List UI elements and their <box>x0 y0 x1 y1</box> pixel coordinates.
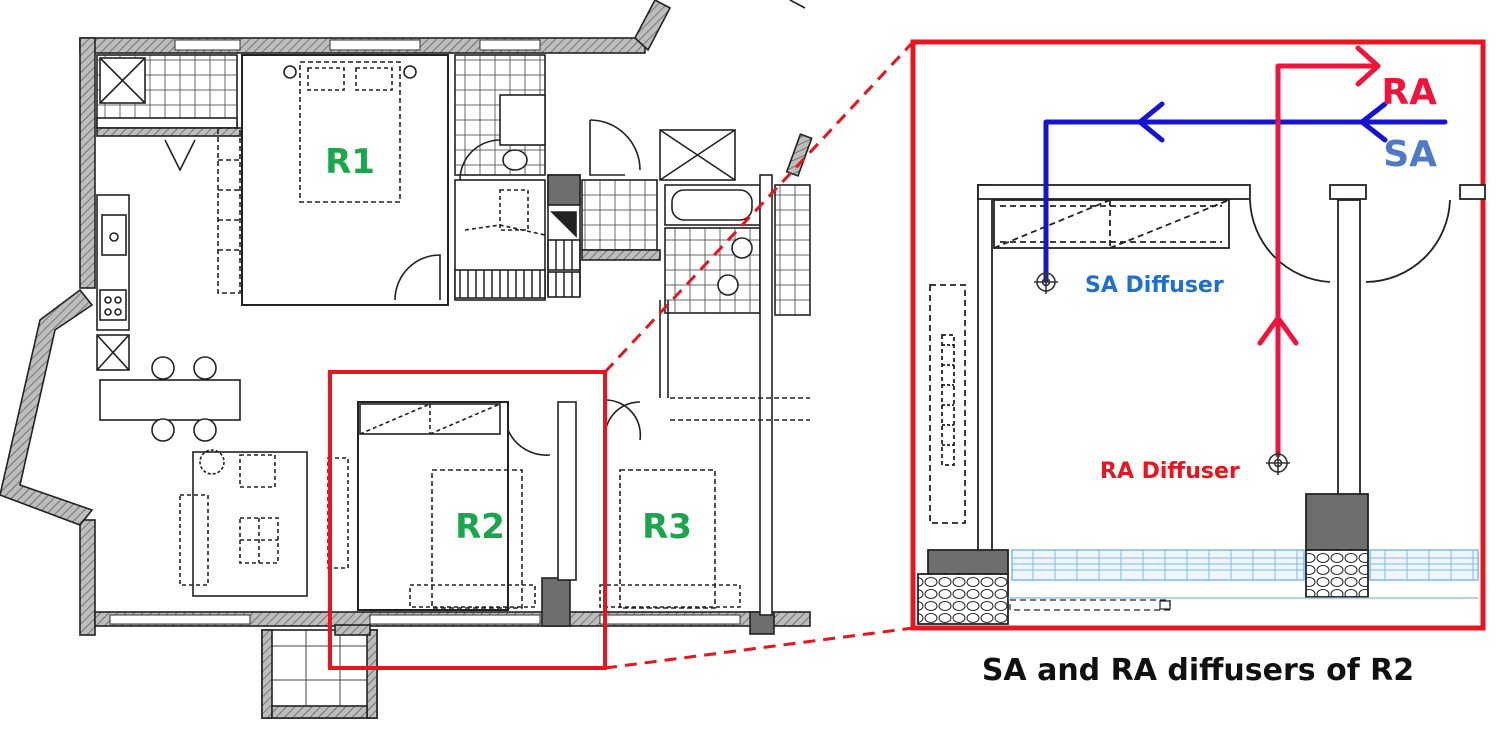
ra-duct <box>1257 45 1381 458</box>
room-r3 <box>599 401 741 609</box>
top-windows <box>109 39 741 625</box>
r1-wardrobe <box>217 127 241 294</box>
detail-windows <box>1011 549 1479 581</box>
ra-diffuser-label: RA Diffuser <box>1100 459 1240 484</box>
room-r1 <box>241 54 449 306</box>
sa-diffuser-label: SA Diffuser <box>1085 273 1224 298</box>
sa-arrow-2 <box>1137 101 1165 143</box>
top-left-bath <box>96 54 243 172</box>
r2-highlight-box <box>328 370 607 670</box>
ra-label: RA <box>1381 72 1437 113</box>
room-label-r1: R1 <box>325 142 375 182</box>
living-furniture <box>179 449 349 597</box>
right-baths <box>581 119 811 616</box>
zoom-connectors <box>603 40 915 670</box>
floor-plan <box>0 0 813 719</box>
top-right-fragments <box>785 0 813 177</box>
ra-arrow-2 <box>1257 315 1299 346</box>
ra-arrow-1 <box>1355 45 1381 87</box>
middle-bath <box>454 54 581 301</box>
sa-arrow-1 <box>1359 101 1388 143</box>
dining-table <box>99 356 241 442</box>
figure-caption: SA and RA diffusers of R2 <box>982 653 1414 688</box>
sa-duct <box>1043 101 1448 283</box>
ra-diffuser-icon <box>1266 451 1290 475</box>
balcony <box>261 624 378 719</box>
sa-label: SA <box>1383 134 1437 175</box>
room-label-r2: R2 <box>455 507 505 547</box>
room-r2 <box>357 401 577 611</box>
right-partition <box>604 300 810 441</box>
room-label-r3: R3 <box>642 507 692 547</box>
sa-diffuser-icon <box>1034 270 1058 294</box>
detail-panel: RA SA SA Diffuser RA Diffuser <box>910 39 1486 631</box>
kitchen-counter <box>96 194 130 371</box>
